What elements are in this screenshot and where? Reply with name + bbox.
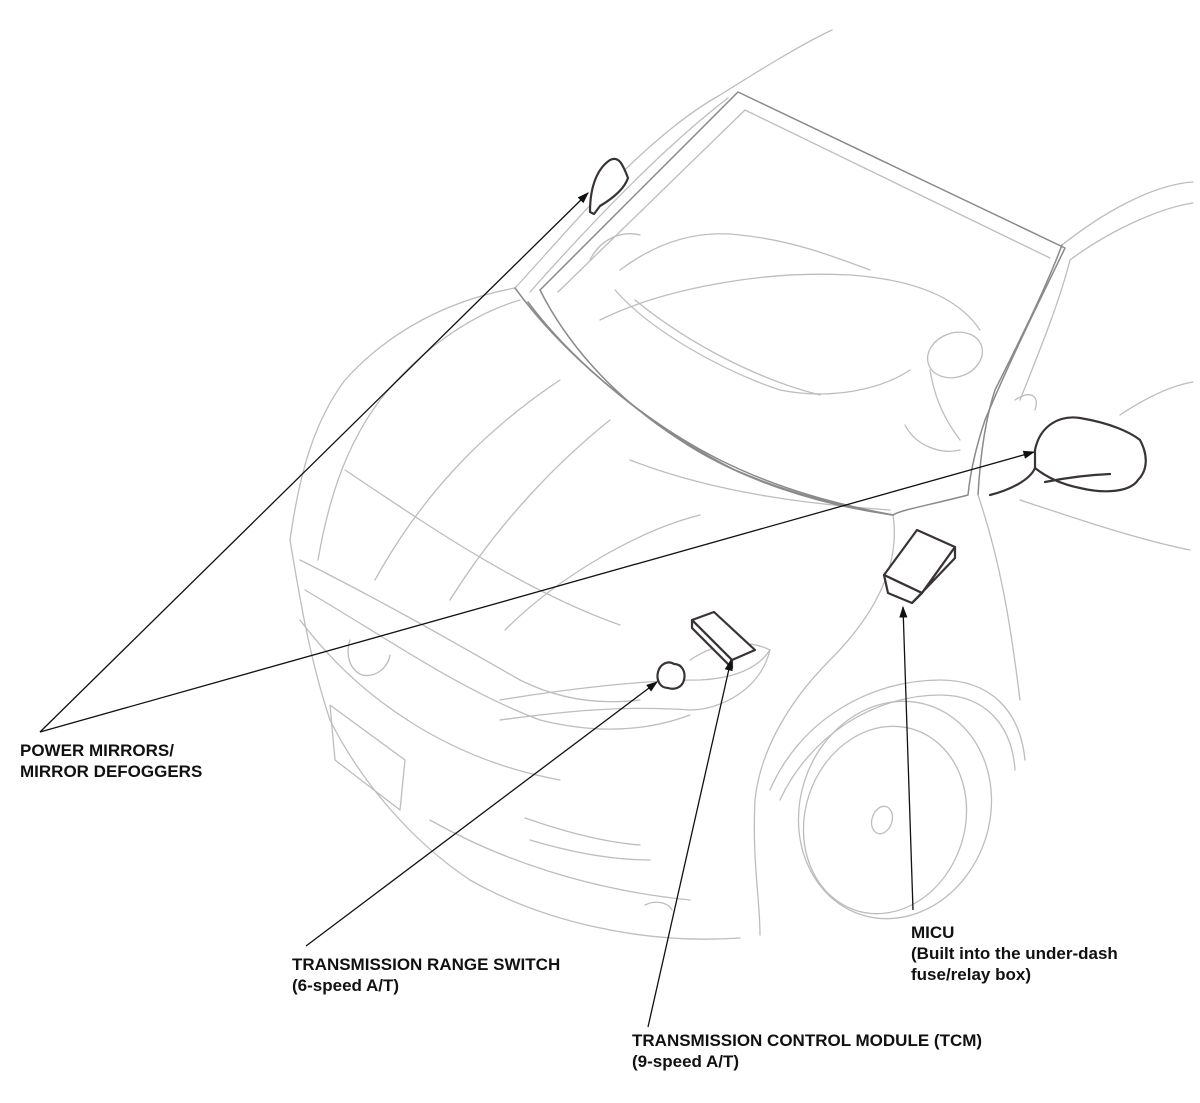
leader-transmission-range-switch	[305, 681, 658, 947]
label-tcm-line1: TRANSMISSION CONTROL MODULE (TCM)	[632, 1031, 983, 1050]
label-trs-line2: (6-speed A/T)	[292, 976, 400, 995]
label-micu-line2: (Built into the under-dash	[911, 944, 1118, 963]
label-power-mirrors: POWER MIRRORS/ MIRROR DEFOGGERS	[20, 740, 202, 782]
label-trs-line1: TRANSMISSION RANGE SWITCH	[292, 955, 561, 974]
label-micu-line1: MICU	[911, 923, 955, 942]
leader-tcm	[647, 658, 733, 1028]
label-transmission-range-switch: TRANSMISSION RANGE SWITCH (6-speed A/T)	[292, 954, 560, 996]
label-tcm: TRANSMISSION CONTROL MODULE (TCM) (9-spe…	[632, 1030, 982, 1072]
label-tcm-line2: (9-speed A/T)	[632, 1052, 740, 1071]
label-micu-line3: fuse/relay box)	[911, 965, 1031, 984]
label-power-mirrors-line1: POWER MIRRORS/	[20, 741, 174, 760]
leader-micu	[899, 605, 914, 911]
label-power-mirrors-line2: MIRROR DEFOGGERS	[20, 762, 203, 781]
leader-lines	[39, 192, 1036, 1028]
component-outlines	[588, 157, 1147, 690]
windshield-and-interior	[539, 91, 1066, 516]
passenger-side-mirror	[1033, 416, 1147, 493]
leader-power-mirror-driver	[39, 192, 589, 733]
transmission-range-switch-part	[656, 661, 686, 690]
vehicle-body-outline	[289, 29, 1194, 940]
leader-power-mirror-passenger	[39, 450, 1036, 733]
tcm-box	[690, 610, 757, 670]
micu-box	[882, 528, 957, 605]
label-micu: MICU (Built into the under-dash fuse/rel…	[911, 922, 1118, 985]
driver-side-mirror	[588, 157, 630, 216]
